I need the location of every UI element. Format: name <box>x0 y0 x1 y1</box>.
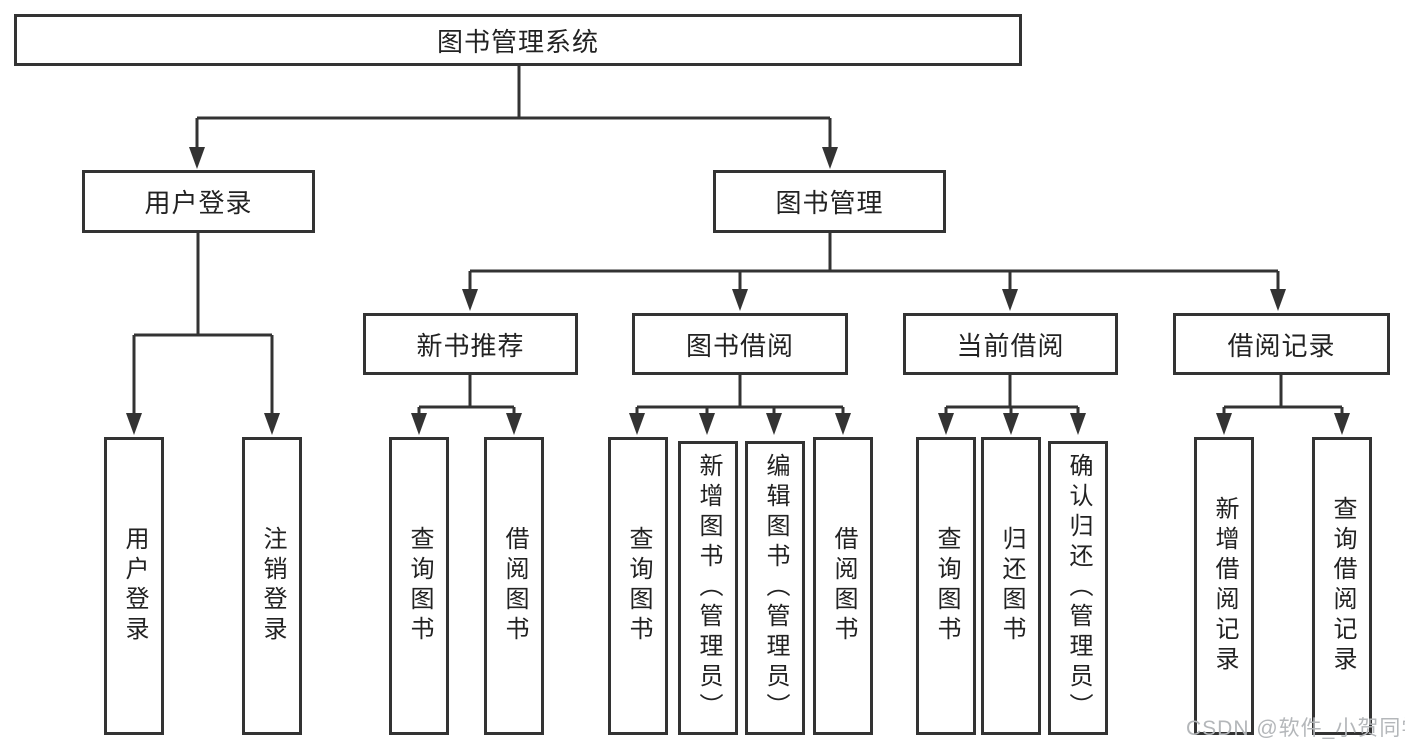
leaf-query-books-current: 查询图书 <box>916 437 976 735</box>
connector-user-login-children <box>132 233 274 414</box>
leaf-return-books: 归还图书 <box>981 437 1041 735</box>
leaf-query-books-borrow-label: 查询图书 <box>625 526 652 646</box>
connector-recommend-children <box>417 375 516 414</box>
leaf-return-books-label: 归还图书 <box>998 526 1025 646</box>
node-book-management-label: 图书管理 <box>775 188 884 218</box>
leaf-query-books-current-label: 查询图书 <box>933 526 960 646</box>
node-new-book-recommend-label: 新书推荐 <box>416 330 525 361</box>
arrowheads-book-management-children <box>462 289 1286 311</box>
connector-borrow-children <box>635 375 845 414</box>
node-book-borrow-label: 图书借阅 <box>685 330 794 361</box>
watermark-text: CSDN @软件_小贺同学 <box>1186 717 1405 740</box>
leaf-query-books-recommend-label: 查询图书 <box>406 526 433 646</box>
leaf-edit-books-admin: 编辑图书（管理员） <box>745 441 805 735</box>
node-borrow-records-label: 借阅记录 <box>1227 330 1336 361</box>
arrowheads-user-login-children <box>126 413 280 435</box>
node-book-borrow: 图书借阅 <box>632 313 848 375</box>
leaf-add-borrow-record-label: 新增借阅记录 <box>1211 496 1238 676</box>
node-root: 图书管理系统 <box>14 14 1022 66</box>
leaf-user-login: 用户登录 <box>104 437 164 735</box>
connector-book-management-children <box>468 233 1280 290</box>
leaf-add-borrow-record: 新增借阅记录 <box>1194 437 1254 735</box>
node-root-label: 图书管理系统 <box>436 26 599 57</box>
connector-root-to-level2 <box>195 66 832 150</box>
leaf-add-books-admin-label: 新增图书（管理员） <box>695 453 722 723</box>
node-book-management: 图书管理 <box>713 170 946 233</box>
arrowheads-borrow-children <box>629 413 851 435</box>
node-borrow-records: 借阅记录 <box>1173 313 1390 375</box>
leaf-borrow-books-recommend-label: 借阅图书 <box>501 526 528 646</box>
node-current-borrow: 当前借阅 <box>903 313 1118 375</box>
leaf-add-books-admin: 新增图书（管理员） <box>678 441 738 735</box>
leaf-borrow-books-recommend: 借阅图书 <box>484 437 544 735</box>
leaf-query-borrow-record: 查询借阅记录 <box>1312 437 1372 735</box>
leaf-user-login-label: 用户登录 <box>121 526 148 646</box>
arrowheads-records-children <box>1216 413 1350 435</box>
leaf-confirm-return-admin: 确认归还（管理员） <box>1048 441 1108 735</box>
leaf-logout-label: 注销登录 <box>259 526 286 646</box>
node-user-login-label: 用户登录 <box>144 188 253 218</box>
arrowheads-current-children <box>938 413 1086 435</box>
node-current-borrow-label: 当前借阅 <box>956 330 1065 361</box>
leaf-query-books-borrow: 查询图书 <box>608 437 668 735</box>
leaf-query-books-recommend: 查询图书 <box>389 437 449 735</box>
node-user-login: 用户登录 <box>82 170 315 233</box>
connector-records-children <box>1222 375 1344 414</box>
leaf-edit-books-admin-label: 编辑图书（管理员） <box>762 453 789 723</box>
arrowheads-recommend-children <box>411 413 522 435</box>
leaf-confirm-return-admin-label: 确认归还（管理员） <box>1065 453 1092 723</box>
connector-current-children <box>944 375 1080 414</box>
leaf-borrow-books-label: 借阅图书 <box>830 526 857 646</box>
arrowheads-root-to-level2 <box>189 147 838 169</box>
leaf-borrow-books: 借阅图书 <box>813 437 873 735</box>
leaf-query-borrow-record-label: 查询借阅记录 <box>1329 496 1356 676</box>
leaf-logout: 注销登录 <box>242 437 302 735</box>
node-new-book-recommend: 新书推荐 <box>363 313 578 375</box>
